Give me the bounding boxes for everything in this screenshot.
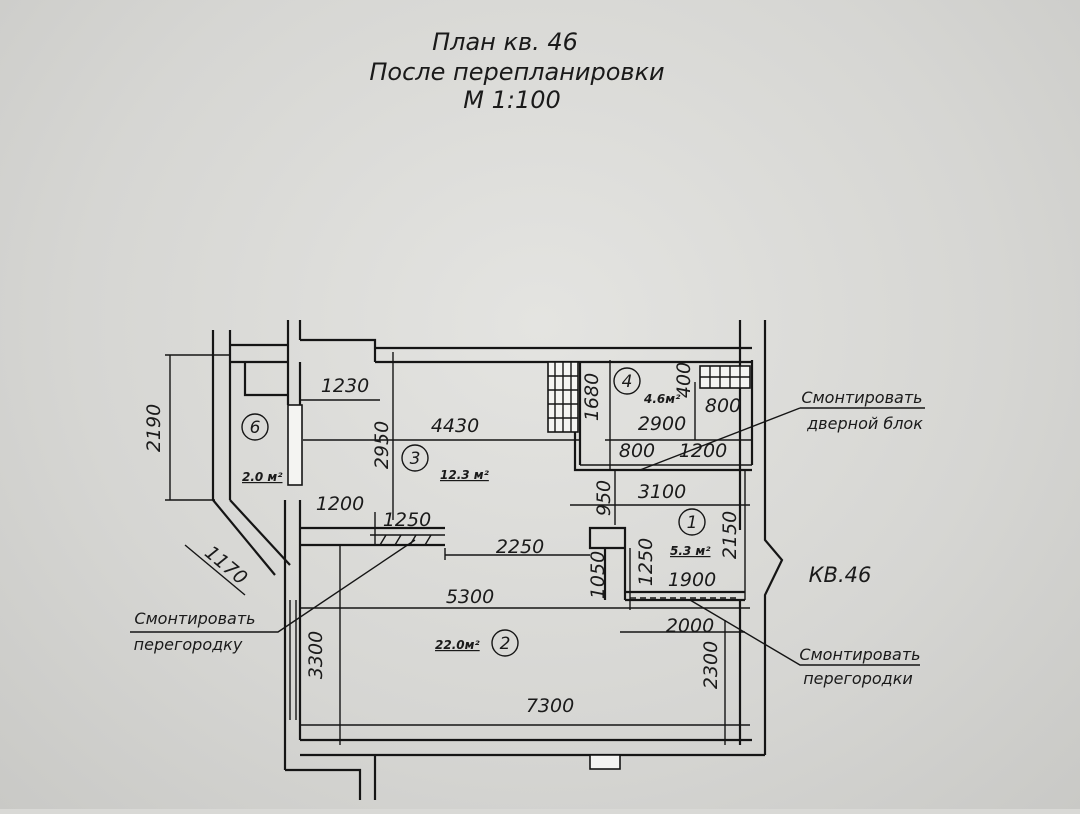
dim-2300: 2300 — [700, 641, 722, 689]
note-door-block: Смонтировать дверной блок — [639, 388, 925, 471]
room-4-circle — [613, 367, 641, 395]
room-2-number: 2 — [500, 634, 511, 654]
dim-800-sink: 800 — [705, 395, 741, 417]
note-partition: Смонтировать перегородку — [130, 539, 416, 654]
room-4-area: 4.6м² — [643, 392, 681, 406]
dim-1230: 1230 — [321, 375, 369, 397]
leader-line — [639, 407, 925, 471]
dim-1250-room1: 1250 — [635, 538, 657, 586]
note-door-line-1: Смонтировать — [801, 388, 922, 407]
dim-950: 950 — [593, 480, 615, 516]
note-partition-line-1: Смонтировать — [134, 609, 255, 628]
note-partitions-line-1: Смонтировать — [799, 645, 920, 664]
dim-400: 400 — [673, 362, 695, 398]
note-partition-line-2: перегородку — [134, 635, 243, 654]
room-3-circle — [401, 444, 429, 472]
room-6-circle — [241, 413, 269, 441]
dim-5300: 5300 — [446, 586, 494, 608]
bottom-radiator — [589, 754, 621, 770]
dim-2900: 2900 — [638, 413, 686, 435]
room-6-number: 6 — [250, 418, 261, 438]
bathtub-fixture — [547, 361, 579, 433]
room-1-number: 1 — [687, 513, 698, 533]
note-partitions-line-2: перегородки — [803, 669, 913, 688]
dim-2150: 2150 — [719, 511, 741, 559]
room-2-area: 22.0м² — [435, 638, 480, 652]
dim-1250: 1250 — [383, 509, 431, 531]
leader-line — [689, 599, 920, 666]
dim-2250: 2250 — [496, 536, 544, 558]
dimension-labels: 1230 4430 2950 2190 1200 1250 2250 1170 … — [143, 362, 741, 717]
room-3-number: 3 — [410, 449, 421, 469]
title-line-1: План кв. 46 — [432, 28, 578, 56]
room-1-area: 5.3 м² — [670, 544, 711, 558]
room-2-circle — [491, 629, 519, 657]
dim-3300: 3300 — [305, 631, 327, 679]
dim-1680: 1680 — [581, 373, 603, 421]
dim-4430: 4430 — [431, 415, 479, 437]
room-4-number: 4 — [622, 372, 633, 392]
room-1-circle — [678, 508, 706, 536]
note-partitions: Смонтировать перегородки — [689, 599, 921, 688]
dim-1200-room4: 1200 — [679, 440, 727, 462]
leader-line — [130, 539, 416, 633]
room-markers: 6 2.0 м² 3 12.3 м² 4 4.6м² 1 5.3 м² 2 22… — [241, 367, 711, 657]
dim-7300: 7300 — [526, 695, 574, 717]
dim-2000: 2000 — [666, 615, 714, 637]
walls — [211, 320, 784, 800]
dim-800: 800 — [619, 440, 655, 462]
dim-1200: 1200 — [316, 493, 364, 515]
room-3-area: 12.3 м² — [440, 468, 490, 482]
dim-1900: 1900 — [668, 569, 716, 591]
note-door-line-2: дверной блок — [806, 414, 923, 433]
title-line-2: После перепланировки — [369, 58, 664, 86]
dim-1050: 1050 — [587, 551, 609, 599]
dim-3100: 3100 — [638, 481, 686, 503]
dim-2190: 2190 — [143, 404, 165, 452]
apartment-label: КВ.46 — [809, 563, 872, 587]
sink-fixture — [699, 365, 751, 389]
title-scale: М 1:100 — [463, 86, 561, 114]
dim-1170: 1170 — [200, 541, 251, 589]
dimension-lines — [165, 352, 752, 745]
door-opening-6 — [287, 404, 303, 486]
dim-2950: 2950 — [371, 421, 393, 469]
room-6-area: 2.0 м² — [242, 470, 283, 484]
plan-title: План кв. 46 После перепланировки М 1:100 — [369, 28, 664, 114]
